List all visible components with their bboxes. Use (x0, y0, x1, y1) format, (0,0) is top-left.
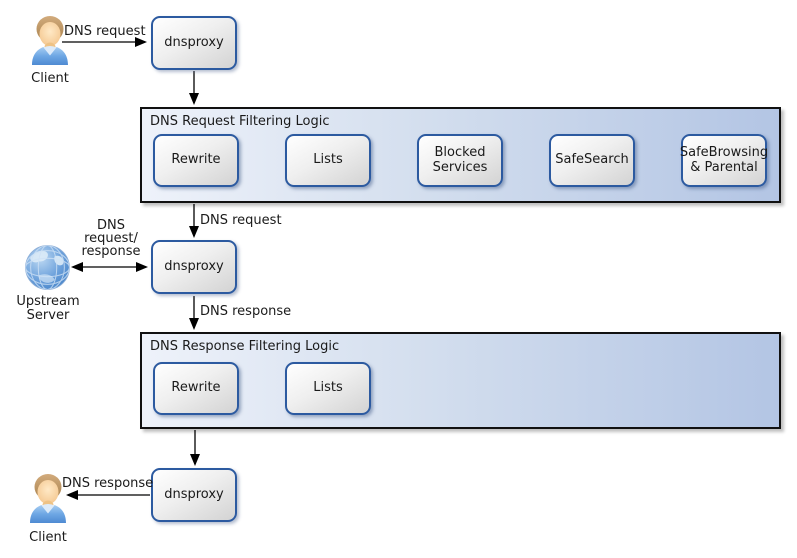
edge-label-client-response: DNS response (62, 476, 154, 491)
person-icon (30, 474, 66, 523)
edge-label-upstream-exchange: DNS request/ response (81, 218, 141, 259)
upstream-server-label: Upstream Server (16, 294, 80, 324)
request-filter-title: DNS Request Filtering Logic (150, 114, 330, 129)
request-filter-container: DNS Request Filtering Logic Rewrite List… (140, 107, 781, 203)
person-icon (32, 16, 68, 65)
dnsproxy-mid-node: dnsproxy (151, 240, 237, 294)
step-safebrowsing: SafeBrowsing & Parental (680, 134, 768, 187)
step-rewrite-request: Rewrite (153, 134, 239, 187)
step-lists-response: Lists (285, 362, 371, 415)
edge-label-upstream-response: DNS response (200, 304, 292, 319)
dnsproxy-bottom-node: dnsproxy (151, 468, 237, 522)
edge-label-client-request: DNS request (64, 24, 146, 39)
response-filter-container: DNS Response Filtering Logic Rewrite Lis… (140, 332, 781, 429)
step-rewrite-response: Rewrite (153, 362, 239, 415)
globe-icon (25, 245, 70, 290)
dnsproxy-top-node: dnsproxy (151, 16, 237, 70)
step-lists-request: Lists (285, 134, 371, 187)
client-bottom-label: Client (29, 530, 67, 545)
edge-label-filtered-request: DNS request (200, 213, 282, 228)
response-filter-title: DNS Response Filtering Logic (150, 339, 340, 354)
step-blocked-services: Blocked Services (417, 134, 503, 187)
step-safesearch: SafeSearch (549, 134, 635, 187)
client-top-label: Client (31, 71, 69, 86)
